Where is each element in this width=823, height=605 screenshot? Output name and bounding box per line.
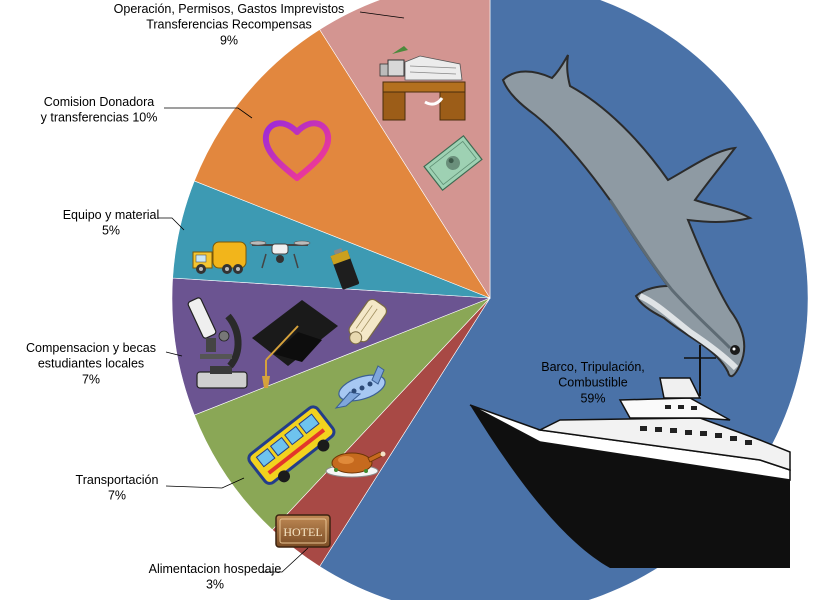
truck-icon <box>192 241 247 274</box>
porpoise-icon <box>501 54 753 378</box>
microscope-icon <box>187 297 248 389</box>
slice-label-line: y transferencias 10% <box>41 111 158 125</box>
slice-label: Transportación 7% <box>76 473 159 503</box>
slice-label-line: 7% <box>82 372 100 386</box>
slice-label-line: Compensacion y becas <box>26 341 156 355</box>
slice-label-line: Barco, Tripulación, <box>541 360 645 374</box>
svg-text:HOTEL: HOTEL <box>283 525 322 539</box>
slice-label-line: 3% <box>206 578 224 592</box>
slice-label-line: 59% <box>580 391 605 405</box>
slice-label-line: 5% <box>102 224 120 238</box>
ship-icon <box>469 345 791 568</box>
money-bill-icon <box>423 134 483 192</box>
slice-label-line: Equipo y material <box>63 208 160 222</box>
leader-line <box>165 477 245 489</box>
office-desk-icon <box>379 46 466 121</box>
diploma-icon <box>348 298 388 345</box>
slice-label-line: 7% <box>108 489 126 503</box>
leader-line <box>165 351 183 357</box>
drone-icon <box>249 240 311 269</box>
slice-label-line: Alimentacion hospedaje <box>149 562 282 576</box>
leader-line <box>158 217 185 231</box>
battery-icon <box>330 247 360 290</box>
slice-label: Comision Donadora y transferencias 10% <box>41 95 158 125</box>
airplane-icon <box>334 365 386 409</box>
slice-label-line: 9% <box>220 33 238 47</box>
leader-line <box>164 107 253 119</box>
slice-label-line: Operación, Permisos, Gastos Imprevistos <box>114 2 345 16</box>
slice-label-line: Comision Donadora <box>44 95 155 109</box>
heart-icon <box>262 120 332 181</box>
slice-label: Equipo y material 5% <box>63 208 160 238</box>
bus-icon <box>247 405 336 485</box>
slice-label-line: Transportación <box>76 473 159 487</box>
slice-label: Alimentacion hospedaje 3% <box>149 562 282 592</box>
hotel-sign-icon: HOTEL <box>275 514 331 548</box>
graduation-cap-icon <box>252 300 338 388</box>
pie-slice <box>171 277 491 416</box>
pie-slice <box>193 29 491 299</box>
slice-label-line: Transferencias Recompensas <box>146 18 312 32</box>
roast-chicken-icon <box>325 451 386 478</box>
slice-label-line: Combustible <box>558 376 628 390</box>
leader-line <box>262 547 309 573</box>
leader-line <box>359 11 405 19</box>
slice-label-line: estudiantes locales <box>38 357 144 371</box>
